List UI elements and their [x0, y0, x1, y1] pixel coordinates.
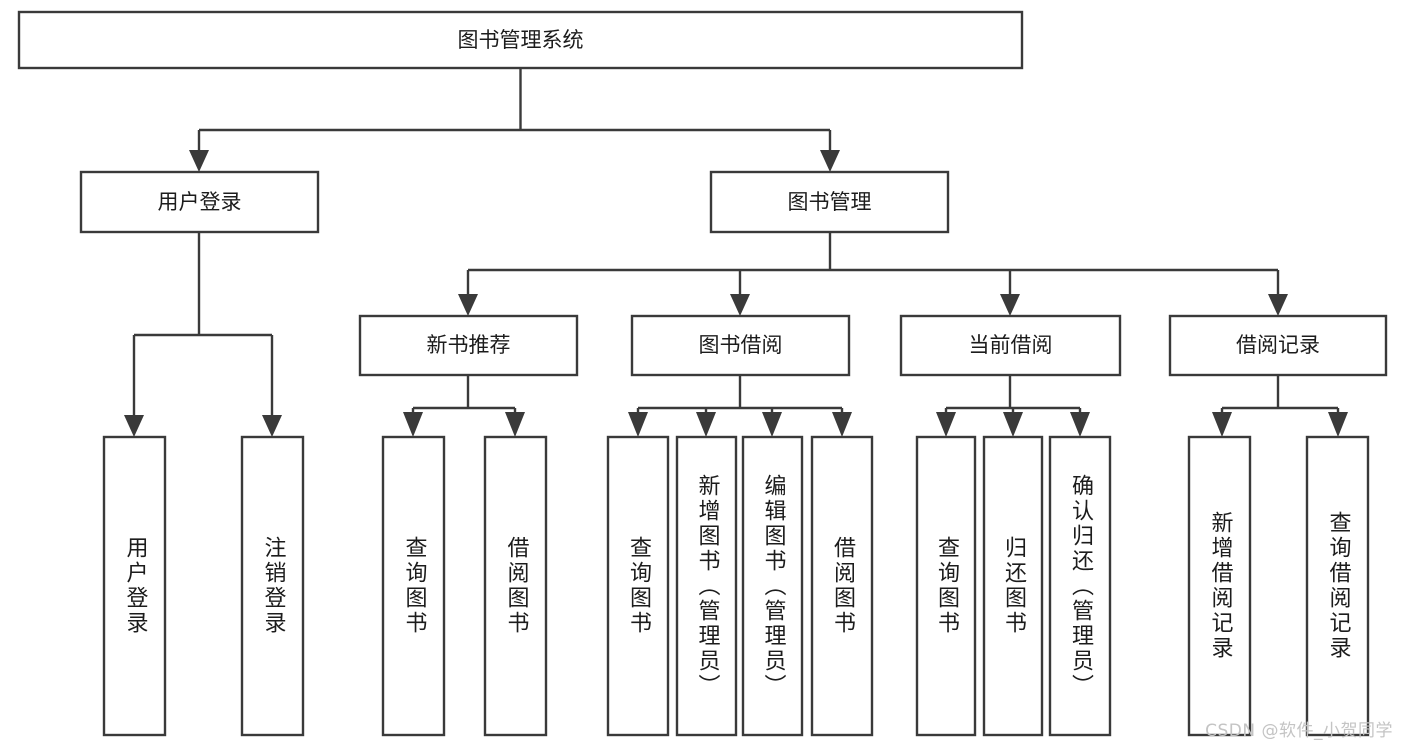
- connector-group-user-login-leaves: [124, 232, 282, 437]
- arrow-head-user-login: [189, 150, 209, 172]
- arrow-head-book-borrow: [730, 294, 750, 316]
- arrow-head-book-borrow-leaf-0: [628, 412, 648, 437]
- node-label-book-manage: 图书管理: [788, 190, 872, 214]
- node-box-new-book-recommend[interactable]: [358, 314, 579, 377]
- arrow-head-current-borrow: [1000, 294, 1020, 316]
- leaf-box-borrow-record-0[interactable]: [1187, 435, 1252, 737]
- arrow-head-new-book: [458, 294, 478, 316]
- arrow-head-borrow-record-leaf-1: [1328, 412, 1348, 437]
- connector-group-root: [189, 68, 840, 172]
- node-box-root[interactable]: [17, 10, 1024, 70]
- leaf-box-user-login-0[interactable]: [102, 435, 167, 737]
- arrow-head-borrow-record: [1268, 294, 1288, 316]
- node-box-book-borrow[interactable]: [630, 314, 851, 377]
- leaf-box-current-borrow-0[interactable]: [915, 435, 977, 737]
- leaf-box-borrow-record-1[interactable]: [1305, 435, 1370, 737]
- node-box-book-manage[interactable]: [709, 170, 950, 234]
- leaf-box-new-book-0[interactable]: [381, 435, 446, 737]
- leaf-box-current-borrow-2[interactable]: [1048, 435, 1112, 737]
- node-label-current-borrow: 当前借阅: [969, 333, 1053, 357]
- leaf-box-book-borrow-1[interactable]: [675, 435, 738, 737]
- node-label-borrow-record: 借阅记录: [1236, 333, 1320, 357]
- arrow-head-book-borrow-leaf-3: [832, 412, 852, 437]
- node-label-root: 图书管理系统: [458, 28, 584, 52]
- watermark: CSDN @软件_小贺同学: [1205, 721, 1393, 741]
- connector-group-current-borrow-leaves: [936, 375, 1090, 437]
- connector-group-book-borrow-leaves: [628, 375, 852, 437]
- node-box-current-borrow[interactable]: [899, 314, 1122, 377]
- arrow-head-book-manage: [820, 150, 840, 172]
- leaf-box-book-borrow-3[interactable]: [810, 435, 874, 737]
- leaf-box-book-borrow-2[interactable]: [741, 435, 804, 737]
- arrow-head-new-book-leaf-0: [403, 412, 423, 437]
- arrow-head-user-login-leaf-1: [262, 415, 282, 437]
- arrow-head-current-borrow-leaf-0: [936, 412, 956, 437]
- node-box-borrow-record[interactable]: [1168, 314, 1388, 377]
- leaf-box-new-book-1[interactable]: [483, 435, 548, 737]
- connector-group-new-book-leaves: [403, 375, 525, 437]
- arrow-head-borrow-record-leaf-0: [1212, 412, 1232, 437]
- arrow-head-user-login-leaf-0: [124, 415, 144, 437]
- arrow-head-book-borrow-leaf-1: [696, 412, 716, 437]
- arrow-head-book-borrow-leaf-2: [762, 412, 782, 437]
- node-label-user-login: 用户登录: [158, 190, 242, 214]
- connector-group-book-manage: [458, 232, 1288, 316]
- arrow-head-current-borrow-leaf-1: [1003, 412, 1023, 437]
- node-label-book-borrow: 图书借阅: [699, 333, 783, 357]
- leaf-box-current-borrow-1[interactable]: [982, 435, 1044, 737]
- arrow-head-new-book-leaf-1: [505, 412, 525, 437]
- node-box-user-login[interactable]: [79, 170, 320, 234]
- leaf-box-user-login-1[interactable]: [240, 435, 305, 737]
- connector-group-borrow-record-leaves: [1212, 375, 1348, 437]
- leaf-box-book-borrow-0[interactable]: [606, 435, 670, 737]
- node-label-new-book-recommend: 新书推荐: [427, 333, 511, 357]
- arrow-head-current-borrow-leaf-2: [1070, 412, 1090, 437]
